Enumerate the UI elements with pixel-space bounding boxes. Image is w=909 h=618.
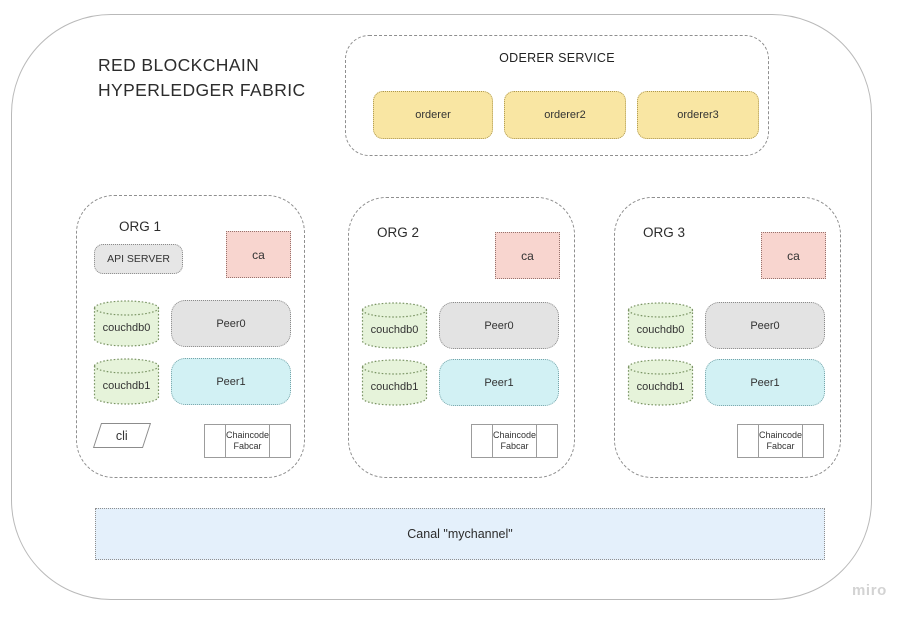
org1-label: ORG 1: [119, 219, 162, 234]
orderer-service-label: ODERER SERVICE: [499, 51, 615, 65]
org3-couchdb0-cylinder[interactable]: couchdb0: [627, 301, 694, 350]
database-cylinder-icon: [627, 359, 694, 406]
org3-label: ORG 3: [643, 225, 686, 240]
org2-ca-node[interactable]: ca: [495, 232, 560, 279]
channel-node[interactable]: Canal "mychannel": [95, 508, 825, 560]
node-orderer3[interactable]: orderer3: [637, 91, 759, 139]
database-cylinder-icon: [627, 302, 694, 349]
org1-chaincode-label: Chaincode Fabcar: [225, 430, 270, 451]
org3-chaincode-label: Chaincode Fabcar: [758, 430, 803, 451]
network-boundary-frame[interactable]: [11, 14, 872, 600]
org2-couchdb0-cylinder[interactable]: couchdb0: [361, 301, 428, 350]
org2-couchdb0-label: couchdb0: [370, 323, 419, 336]
chaincode-right-divider: [536, 425, 537, 457]
org2-chaincode-node[interactable]: Chaincode Fabcar: [471, 424, 558, 458]
database-cylinder-icon: [93, 300, 160, 347]
org2-peer0-node[interactable]: Peer0: [439, 302, 559, 349]
chaincode-left-divider: [225, 425, 226, 457]
org1-couchdb0-cylinder[interactable]: couchdb0: [93, 299, 160, 348]
org2-label: ORG 2: [377, 225, 420, 240]
org2-couchdb1-label: couchdb1: [370, 380, 419, 393]
org1-peer0-node[interactable]: Peer0: [171, 300, 291, 347]
org1-couchdb1-cylinder[interactable]: couchdb1: [93, 357, 160, 406]
chaincode-left-divider: [758, 425, 759, 457]
node-orderer[interactable]: orderer: [373, 91, 493, 139]
database-cylinder-icon: [93, 358, 160, 405]
diagram-title-line1: RED BLOCKCHAIN: [98, 55, 260, 75]
chaincode-right-divider: [802, 425, 803, 457]
database-cylinder-icon: [361, 359, 428, 406]
org1-api-server-node[interactable]: API SERVER: [94, 244, 183, 274]
org1-ca-node[interactable]: ca: [226, 231, 291, 278]
chaincode-left-divider: [492, 425, 493, 457]
diagram-title: RED BLOCKCHAIN HYPERLEDGER FABRIC: [98, 53, 306, 103]
org2-peer1-node[interactable]: Peer1: [439, 359, 559, 406]
orderer-service-group[interactable]: ODERER SERVICE orderer orderer2 orderer3: [345, 35, 769, 156]
org1-cli-node[interactable]: cli: [92, 423, 152, 448]
chaincode-right-divider: [269, 425, 270, 457]
org2-group[interactable]: ORG 2 ca couchdb0 Peer0 couchdb1 Peer1 C…: [348, 197, 575, 478]
org3-peer1-node[interactable]: Peer1: [705, 359, 825, 406]
org1-chaincode-node[interactable]: Chaincode Fabcar: [204, 424, 291, 458]
org3-chaincode-node[interactable]: Chaincode Fabcar: [737, 424, 824, 458]
node-orderer2[interactable]: orderer2: [504, 91, 626, 139]
org3-couchdb1-cylinder[interactable]: couchdb1: [627, 358, 694, 407]
org1-couchdb0-label: couchdb0: [102, 321, 151, 334]
miro-logo: miro: [852, 582, 887, 599]
org3-ca-node[interactable]: ca: [761, 232, 826, 279]
org3-peer0-node[interactable]: Peer0: [705, 302, 825, 349]
org1-cli-label: cli: [116, 428, 128, 443]
org2-couchdb1-cylinder[interactable]: couchdb1: [361, 358, 428, 407]
org1-group[interactable]: ORG 1 API SERVER ca couchdb0 Peer0 couch…: [76, 195, 305, 478]
org1-couchdb1-label: couchdb1: [102, 379, 151, 392]
org3-couchdb1-label: couchdb1: [636, 380, 685, 393]
org1-peer1-node[interactable]: Peer1: [171, 358, 291, 405]
org2-chaincode-label: Chaincode Fabcar: [492, 430, 537, 451]
diagram-title-line2: HYPERLEDGER FABRIC: [98, 80, 306, 100]
database-cylinder-icon: [361, 302, 428, 349]
org3-group[interactable]: ORG 3 ca couchdb0 Peer0 couchdb1 Peer1 C…: [614, 197, 841, 478]
org3-couchdb0-label: couchdb0: [636, 323, 685, 336]
